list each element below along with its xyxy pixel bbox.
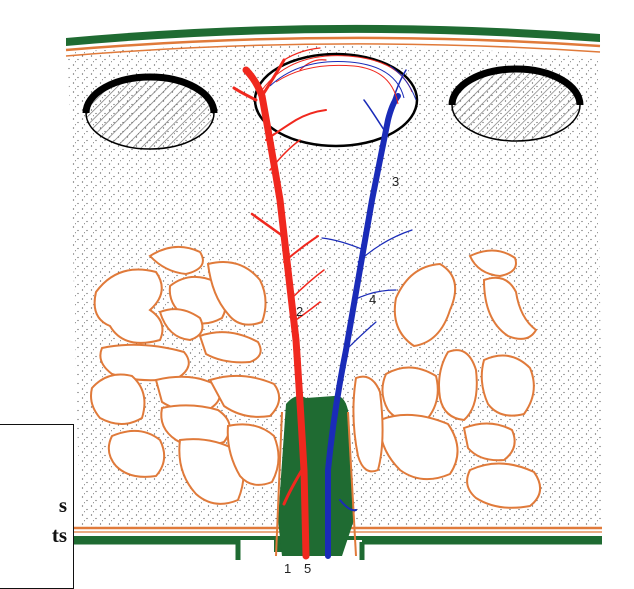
label-2: 2 [296,304,303,319]
label-5: 5 [304,561,311,576]
caption-line-2: ts [52,525,67,546]
label-1: 1 [284,561,291,576]
label-4: 4 [369,292,376,307]
left-hatched-circle [86,77,214,149]
label-3: 3 [392,174,399,189]
caption-box: s ts [0,424,74,589]
green-sheath [278,396,354,556]
caption-line-1: s [59,495,67,516]
right-hatched-circle [452,69,580,141]
top-green-band [66,25,600,46]
